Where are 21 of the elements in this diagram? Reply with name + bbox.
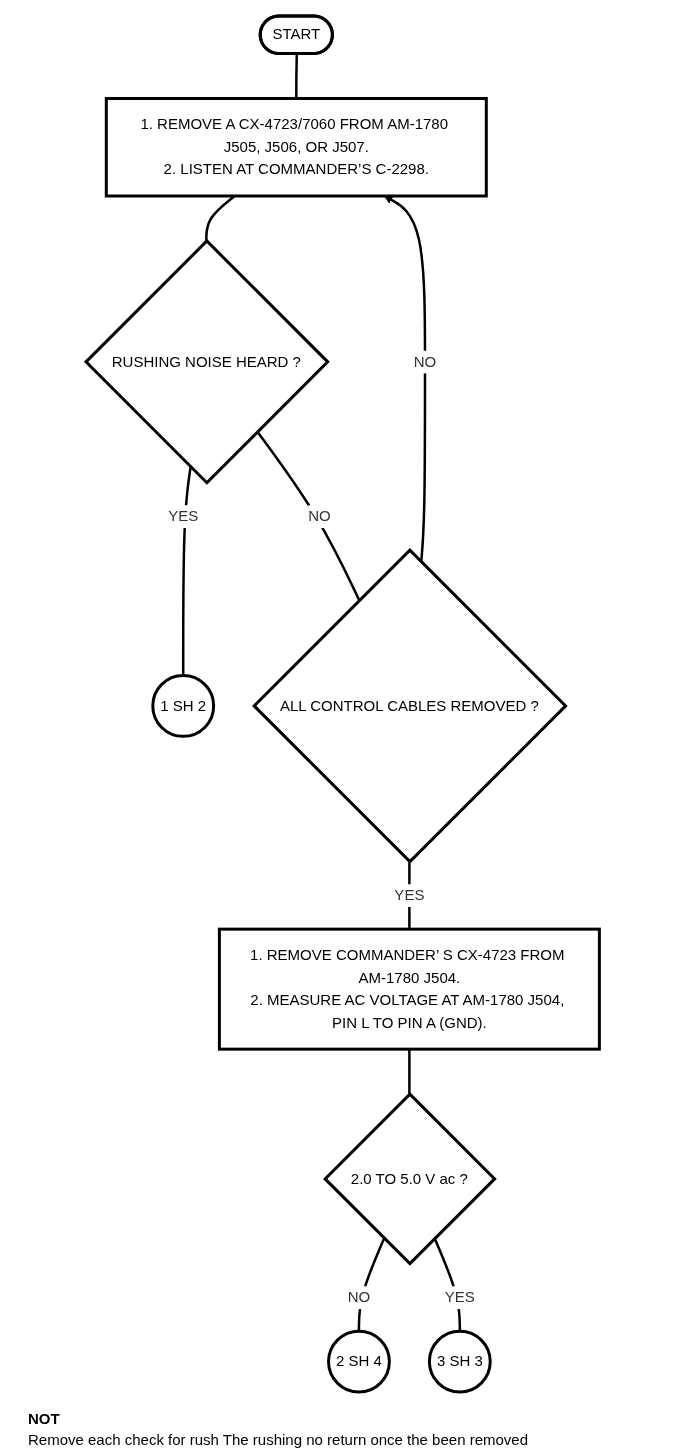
edge-label: YES [394,886,425,904]
node-diamond: RUSHING NOISE HEARD ? [84,238,331,485]
node-circle: 3 SH 3 [428,1329,493,1394]
node-circle: 1 SH 2 [151,674,216,738]
edge-label: YES [445,1288,476,1306]
connector [408,1049,411,1095]
connector [295,53,299,99]
connector [182,466,193,676]
note-text: Remove each check for rush The rushing no return once the been removed [28,1431,529,1449]
edge-label: YES [168,507,199,525]
note-heading: NOT [28,1410,61,1428]
edge-label: NO [414,352,437,370]
node-diamond: ALL CONTROL CABLES REMOVED ? [252,548,569,864]
node-box: 1. REMOVE COMMANDER’ S CX-4723 FROM AM-1780 J504. 2. MEASURE AC VOLTAGE AT AM-1780 J504, PIN L TO PIN A (GND). [218,927,602,1051]
node-diamond: 2.0 TO 5.0 V ac ? [323,1092,498,1266]
node-circle: 2 SH 4 [327,1329,392,1394]
edge-label: NO [308,507,331,525]
node-box: 1. REMOVE A CX-4723/7060 FROM AM-1780 J505, J506, OR J507. 2. LISTEN AT COMMANDER’S C-2298. [105,97,489,198]
edge-label: NO [348,1288,371,1306]
connector [256,430,361,601]
connector [358,1237,386,1332]
